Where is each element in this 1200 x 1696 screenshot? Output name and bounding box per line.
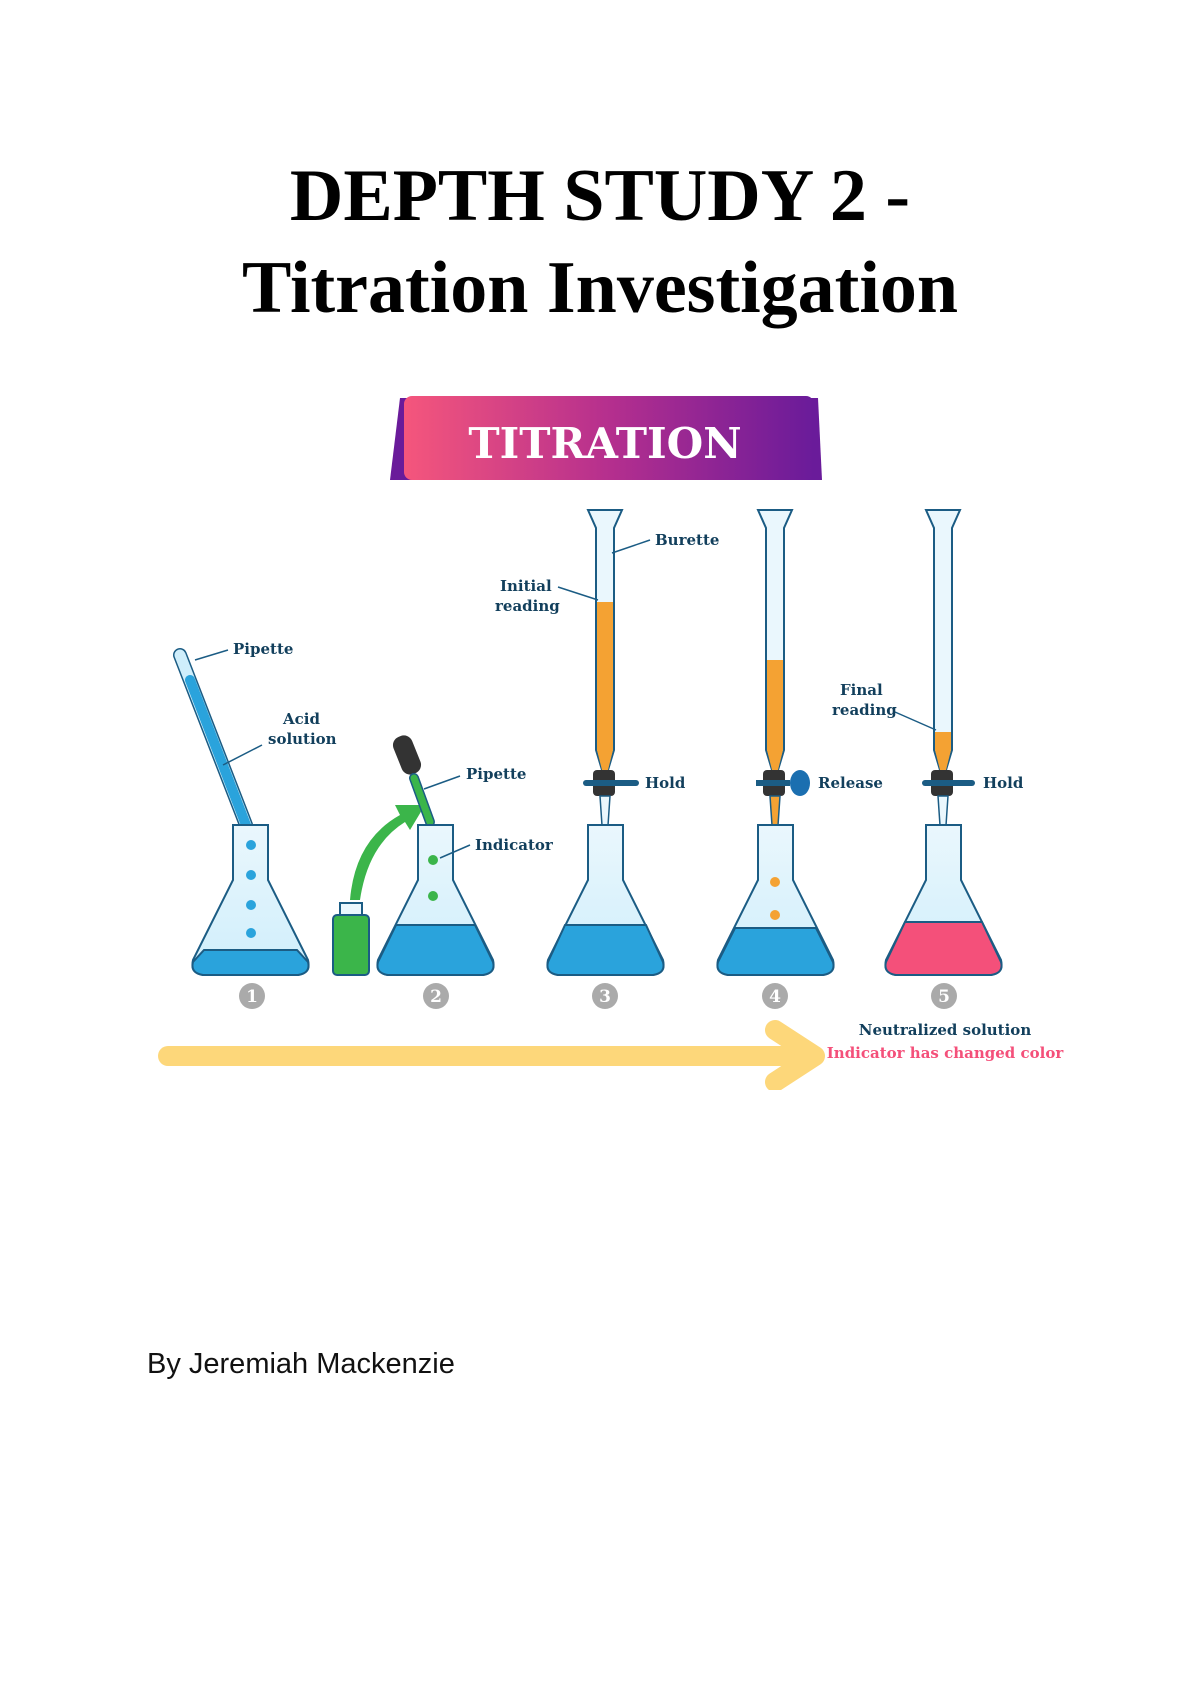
label-acid-1: Acid — [282, 710, 320, 728]
titration-banner: TITRATION — [390, 396, 822, 480]
label-release: Release — [818, 774, 883, 792]
burette-4 — [756, 509, 810, 841]
title-line-1: DEPTH STUDY 2 - — [289, 155, 911, 237]
flask-4 — [716, 824, 835, 976]
label-final-2: reading — [832, 701, 897, 719]
burette-3 — [557, 509, 651, 841]
label-acid-2: solution — [268, 730, 337, 748]
flask-2 — [376, 824, 495, 976]
label-pipette-2: Pipette — [466, 765, 526, 783]
step-numbers: 1 2 3 4 5 — [239, 983, 957, 1009]
flask-3 — [546, 824, 665, 976]
step-1-pipette — [173, 648, 263, 832]
burette-5 — [894, 509, 975, 841]
indicator-bottle — [332, 805, 425, 976]
label-hold-1: Hold — [645, 774, 686, 792]
label-final-1: Final — [840, 681, 883, 699]
label-pipette-1: Pipette — [233, 640, 293, 658]
flask-1 — [191, 824, 310, 976]
progress-arrow — [158, 1020, 825, 1090]
step-1: 1 — [246, 987, 258, 1007]
titration-diagram: TITRATION Pipette Acid solution Pipette … — [158, 396, 1065, 1090]
step-5: 5 — [938, 987, 950, 1007]
step-4: 4 — [769, 987, 781, 1007]
flask-5 — [884, 824, 1003, 976]
label-initial-1: Initial — [500, 577, 552, 595]
banner-text: TITRATION — [468, 419, 741, 468]
title-line-2: Titration Investigation — [241, 247, 959, 329]
step-3: 3 — [599, 987, 611, 1007]
label-hold-2: Hold — [983, 774, 1024, 792]
dropper-pipette — [392, 735, 461, 827]
label-initial-2: reading — [495, 597, 560, 615]
document-title: DEPTH STUDY 2 - Titration Investigation — [0, 150, 1200, 334]
label-neutralized: Neutralized solution — [859, 1021, 1032, 1039]
label-indicator-changed: Indicator has changed color — [827, 1044, 1065, 1062]
step-2: 2 — [430, 987, 442, 1007]
label-burette: Burette — [655, 531, 719, 549]
author-line: By Jeremiah Mackenzie — [147, 1348, 455, 1380]
label-indicator: Indicator — [475, 836, 554, 854]
